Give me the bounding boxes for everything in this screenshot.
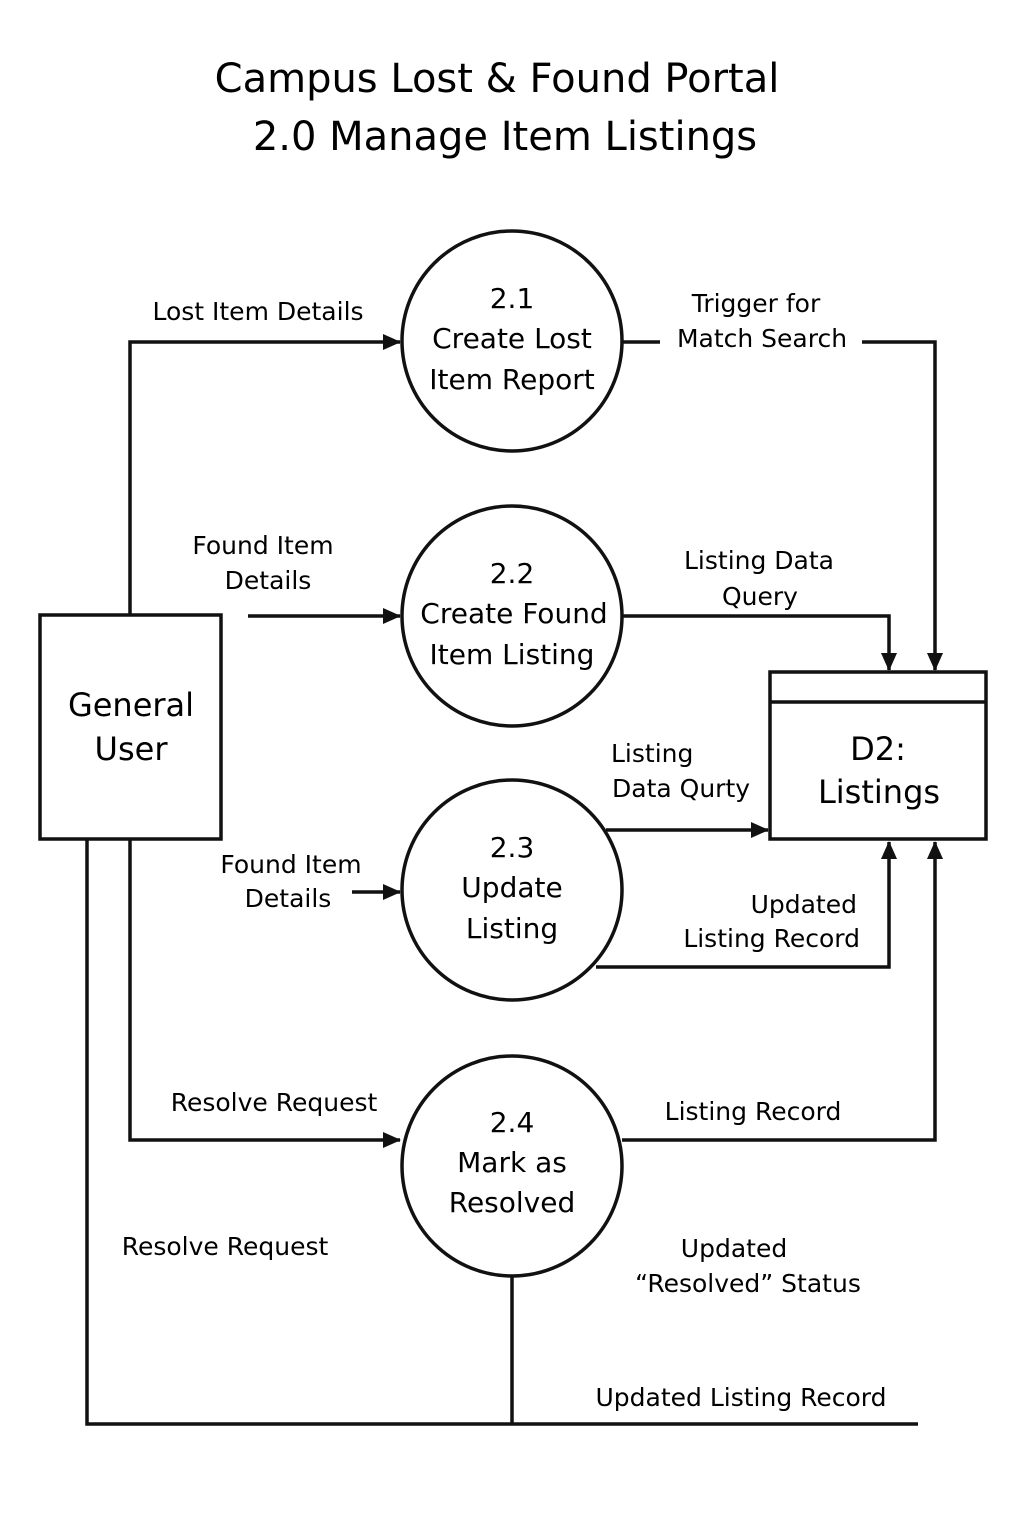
data-store-label-line2: Listings (818, 773, 940, 811)
process-2-4 (400, 1054, 624, 1278)
diagram-title-line2: 2.0 Manage Item Listings (253, 114, 757, 160)
label-found-details-1-line2: Details (225, 566, 312, 595)
process-2-2-id: 2.2 (490, 557, 535, 590)
external-entity-label-line1: General (68, 686, 194, 724)
process-2-2 (400, 504, 624, 728)
diagram-title-line1: Campus Lost & Found Portal (215, 56, 780, 102)
label-resolved-status-line1: Updated (681, 1234, 787, 1263)
label-listing-query-2-line1: Listing (611, 739, 693, 768)
label-listing-record: Listing Record (665, 1097, 842, 1126)
label-resolve-request-2: Resolve Request (122, 1232, 329, 1261)
label-resolve-request-1: Resolve Request (171, 1088, 378, 1117)
label-trigger-line2: Match Search (677, 324, 847, 353)
label-updated-record-line2: Listing Record (683, 924, 860, 953)
label-listing-query-1-line1: Listing Data (684, 546, 834, 575)
flow-listing-data-query-1 (622, 614, 897, 671)
label-lost-item-details: Lost Item Details (152, 297, 363, 326)
process-2-4-label-line2: Resolved (449, 1186, 576, 1219)
external-entity-general-user (38, 613, 223, 841)
label-resolved-status-line2: “Resolved” Status (635, 1269, 861, 1298)
process-2-1-label-line1: Create Lost (432, 322, 592, 355)
process-2-1 (400, 229, 624, 453)
flow-lost-item-details (128, 334, 401, 615)
data-store-label-line1: D2: (850, 730, 906, 768)
label-listing-query-2-line2: Data Qurty (612, 774, 750, 803)
process-2-4-label-line1: Mark as (457, 1146, 567, 1179)
flow-resolve-request (128, 840, 401, 1148)
label-found-details-2-line1: Found Item (220, 850, 361, 879)
label-trigger-line1: Trigger for (691, 289, 821, 318)
process-2-3-label-line1: Update (461, 871, 562, 904)
process-2-1-id: 2.1 (490, 282, 535, 315)
process-2-3 (400, 778, 624, 1002)
label-found-details-1-line1: Found Item (192, 531, 333, 560)
process-2-3-label-line2: Listing (466, 912, 558, 945)
process-2-2-label-line1: Create Found (420, 597, 607, 630)
label-found-details-2-line2: Details (245, 884, 332, 913)
flow-listing-record (622, 841, 943, 1142)
label-listing-query-1-line2: Query (722, 582, 798, 611)
flow-bottom-loop-left (85, 840, 918, 1426)
data-store-d2-listings (768, 670, 988, 841)
label-updated-listing-record: Updated Listing Record (595, 1383, 886, 1412)
process-2-1-label-line2: Item Report (429, 363, 594, 396)
external-entity-label-line2: User (95, 730, 169, 768)
flow-trigger-match-search-b (862, 340, 943, 671)
flow-updated-listing-record-up (596, 841, 897, 969)
process-2-4-id: 2.4 (490, 1106, 535, 1139)
process-2-3-id: 2.3 (490, 831, 535, 864)
label-updated-record-line1: Updated (751, 890, 857, 919)
process-2-2-label-line2: Item Listing (430, 638, 595, 671)
